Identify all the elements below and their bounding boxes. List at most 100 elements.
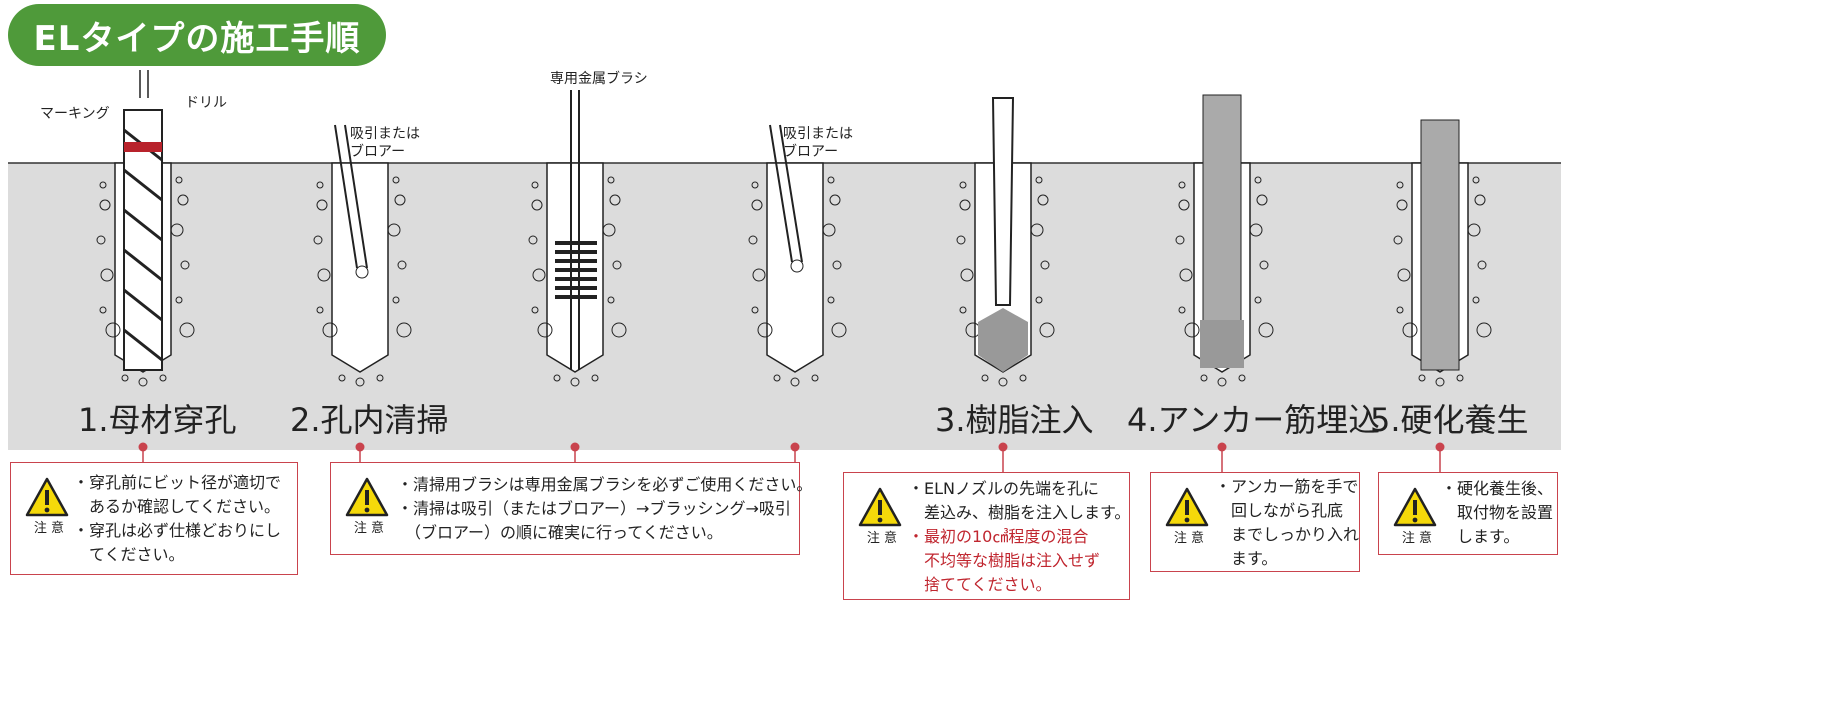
caution-box-3: 注 意 ・ELNノズルの先端を孔に 差込み、樹脂を注入します。・最初の10㎤程度… (843, 472, 1130, 600)
aggregate-pore (607, 296, 615, 304)
aggregate-pore (1035, 176, 1043, 184)
aggregate-pore (396, 322, 412, 338)
note-line: ・穿孔前にビット径が適切で (73, 473, 282, 492)
aggregate-pore (1030, 223, 1044, 237)
caution-label: 注 意 (353, 521, 385, 536)
aggregate-pore (397, 260, 407, 270)
aggregate-pore (159, 374, 167, 382)
aggregate-pore (751, 199, 763, 211)
note-line: ・清掃は吸引（またはブロアー）→ブラッシング→吸引 (397, 499, 791, 518)
aggregate-pore (998, 377, 1008, 387)
resin-nozzle-icon (978, 97, 1028, 372)
aggregate-pore (831, 322, 847, 338)
marking-label: マーキング (40, 106, 110, 122)
aggregate-pore (822, 223, 836, 237)
aggregate-pore (99, 199, 111, 211)
aggregate-pore (179, 322, 195, 338)
aggregate-pore (100, 268, 114, 282)
aggregate-pore (99, 181, 107, 189)
note-line: ・ELNノズルの先端を孔に (908, 479, 1099, 498)
note-line-warning: 不均等な樹脂は注入せず (908, 551, 1101, 570)
callout-dot (790, 442, 800, 452)
aggregate-pore (602, 223, 616, 237)
aggregate-pore (773, 374, 781, 382)
caution-box-5: 注 意 ・硬化養生後、 取付物を設置 します。 (1378, 472, 1558, 555)
page-title: ELタイプの施工手順 (8, 4, 386, 66)
callout-dot (138, 442, 148, 452)
aggregate-pore (1035, 296, 1043, 304)
aggregate-pore (532, 268, 546, 282)
aggregate-pore (959, 199, 971, 211)
aggregate-pore (1397, 268, 1411, 282)
note-line: ・アンカー筋を手で (1215, 477, 1359, 496)
aggregate-pore (313, 235, 323, 245)
step-2-title: 2.孔内清掃 (290, 401, 449, 439)
warning-icon (25, 477, 69, 517)
note-line: ・穿孔は必ず仕様どおりにし (73, 521, 282, 540)
warning-icon (858, 487, 902, 527)
aggregate-pore (1184, 322, 1200, 338)
note-line: 回しながら孔底 (1215, 501, 1344, 520)
aggregate-pore (959, 306, 967, 314)
aggregate-pore (751, 306, 759, 314)
aggregate-pore (609, 194, 621, 206)
aggregate-pore (1477, 260, 1487, 270)
caution: 注 意 (858, 487, 906, 546)
note-line: 差込み、樹脂を注入します。 (908, 503, 1131, 522)
step-3-title: 3.樹脂注入 (935, 401, 1094, 439)
aggregate-pore (531, 306, 539, 314)
aggregate-pore (138, 377, 148, 387)
aggregate-pore (1256, 194, 1268, 206)
note-text: ・アンカー筋を手で 回しながら孔底 までしっかり入れ ます。 (1215, 475, 1359, 571)
aggregate-pore (1476, 322, 1492, 338)
callout-dot (998, 442, 1008, 452)
caution: 注 意 (1393, 487, 1441, 546)
aggregate-pore (1467, 223, 1481, 237)
aggregate-pore (1254, 176, 1262, 184)
aggregate-pore (956, 235, 966, 245)
aggregate-pore (1179, 268, 1193, 282)
aggregate-pore (752, 268, 766, 282)
aggregate-pore (757, 322, 773, 338)
aggregate-pore (1178, 181, 1186, 189)
note-text: ・硬化養生後、 取付物を設置 します。 (1441, 477, 1553, 549)
step-5-title: 5.硬化養生 (1370, 401, 1529, 439)
caution-box-4: 注 意 ・アンカー筋を手で 回しながら孔底 までしっかり入れ ます。 (1150, 472, 1360, 572)
aggregate-pore (537, 322, 553, 338)
warning-icon (1165, 487, 1209, 527)
note-line: までしっかり入れ (1215, 525, 1360, 544)
aggregate-pore (1474, 194, 1486, 206)
aggregate-pore (105, 322, 121, 338)
aggregate-pore (1393, 235, 1403, 245)
aggregate-pore (611, 322, 627, 338)
aggregate-pore (1396, 306, 1404, 314)
note-text: ・穿孔前にビット径が適切で あるか確認してください。・穿孔は必ず仕様どおりにし … (73, 471, 281, 567)
aggregate-pore (392, 176, 400, 184)
cured-anchor-icon (1420, 119, 1460, 371)
aggregate-pore (1259, 260, 1269, 270)
aggregate-pore (175, 296, 183, 304)
aggregate-pore (392, 296, 400, 304)
aggregate-pore (751, 181, 759, 189)
note-line: あるか確認してください。 (73, 497, 281, 516)
aggregate-pore (1238, 374, 1246, 382)
aggregate-pore (1178, 199, 1190, 211)
callout-dot (1435, 442, 1445, 452)
aggregate-pore (177, 194, 189, 206)
note-line-warning: ・最初の10㎤程度の混合 (908, 527, 1089, 546)
note-text: ・ELNノズルの先端を孔に 差込み、樹脂を注入します。・最初の10㎤程度の混合 … (908, 477, 1130, 597)
blower-label-2: 吸引またはブロアー (783, 125, 853, 161)
aggregate-pore (322, 322, 338, 338)
aggregate-pore (607, 176, 615, 184)
note-line: ・清掃用ブラシは専用金属ブラシを必ずご使用ください。 (397, 475, 813, 494)
aggregate-pore (591, 374, 599, 382)
step-1-title: 1.母材穿孔 (78, 401, 237, 439)
caution-box-2: 注 意 ・清掃用ブラシは専用金属ブラシを必ずご使用ください。・清掃は吸引（または… (330, 462, 812, 555)
note-line-warning: 捨ててください。 (908, 575, 1052, 594)
aggregate-pore (959, 181, 967, 189)
note-text: ・清掃用ブラシは専用金属ブラシを必ずご使用ください。・清掃は吸引（またはブロアー… (397, 473, 812, 545)
note-line: （ブロアー）の順に確実に行ってください。 (397, 523, 723, 542)
aggregate-pore (1456, 374, 1464, 382)
aggregate-pore (1258, 322, 1274, 338)
